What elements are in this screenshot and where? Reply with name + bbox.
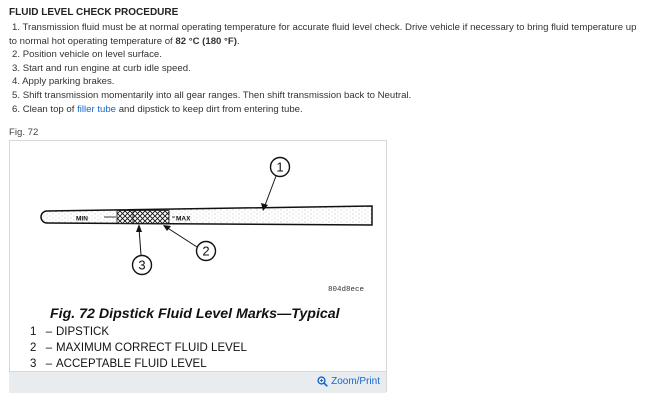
- step-text: Clean top of: [22, 103, 78, 115]
- zoom-print-button[interactable]: Zoom/Print: [317, 376, 380, 387]
- callout-2-leader: [165, 226, 198, 248]
- step-text-end: .: [236, 35, 240, 47]
- dipstick-illustration: MIN MAX 1 2 3 804d8ece: [40, 156, 373, 294]
- max-label: MAX: [176, 216, 191, 223]
- step-text: Start and run engine at curb idle speed.: [22, 62, 191, 74]
- callout-2-circle: [195, 240, 217, 262]
- figure-legend: 1–DIPSTICK 2–MAXIMUM CORRECT FLUID LEVEL…: [30, 324, 247, 372]
- callout-1-circle: [269, 156, 291, 178]
- step-number: 3.: [12, 62, 21, 74]
- magnifier-icon: [317, 376, 328, 387]
- acceptable-level-zone: [116, 210, 170, 224]
- figure-caption: Fig. 72 Dipstick Fluid Level Marks—Typic…: [50, 306, 340, 322]
- step-text: Transmission fluid must be at normal ope…: [9, 22, 637, 47]
- step-number: 1.: [12, 22, 21, 33]
- legend-item: 2–MAXIMUM CORRECT FLUID LEVEL: [30, 342, 247, 354]
- figure-footer: Zoom/Print: [9, 371, 386, 393]
- procedure-steps: 1. Transmission fluid must be at normal …: [9, 21, 643, 116]
- figure-box: MIN MAX 1 2 3 804d8ece Fig. 72 Dipstick …: [9, 140, 387, 392]
- figure-reference: Fig. 72: [9, 127, 39, 138]
- step-text: Shift transmission momentarily into all …: [22, 89, 412, 101]
- temperature-value: 82 °C (180 °F): [175, 35, 237, 47]
- step-2: 2. Position vehicle on level surface.: [9, 48, 643, 62]
- filler-tube-link[interactable]: filler tube: [77, 103, 117, 115]
- step-5: 5. Shift transmission momentarily into a…: [9, 89, 643, 103]
- callout-3-leader: [138, 227, 142, 256]
- callout-1-number: 1: [276, 160, 283, 175]
- step-text: Apply parking brakes.: [22, 76, 115, 88]
- dipstick-body: [40, 205, 373, 226]
- min-label: MIN: [76, 216, 88, 223]
- step-number: 4.: [12, 76, 21, 88]
- step-text: Position vehicle on level surface.: [22, 49, 162, 61]
- step-text-end: and dipstick to keep dirt from entering …: [116, 103, 303, 115]
- step-4: 4. Apply parking brakes.: [9, 75, 643, 89]
- zoom-print-label[interactable]: Zoom/Print: [331, 376, 380, 387]
- step-number: 2.: [12, 49, 21, 61]
- figure-code: 804d8ece: [328, 286, 364, 294]
- step-6: 6. Clean top of filler tube and dipstick…: [9, 103, 643, 117]
- procedure-title: FLUID LEVEL CHECK PROCEDURE: [9, 7, 179, 18]
- step-1: 1. Transmission fluid must be at normal …: [9, 21, 643, 48]
- step-number: 5.: [12, 89, 21, 101]
- legend-item: 1–DIPSTICK: [30, 326, 110, 338]
- callout-3-number: 3: [138, 258, 145, 273]
- callout-3-circle: [131, 254, 153, 276]
- callout-1-leader: [263, 175, 277, 209]
- legend-item: 3–ACCEPTABLE FLUID LEVEL: [30, 358, 207, 370]
- callout-2-number: 2: [202, 244, 209, 259]
- step-3: 3. Start and run engine at curb idle spe…: [9, 62, 643, 76]
- step-number: 6.: [12, 103, 21, 115]
